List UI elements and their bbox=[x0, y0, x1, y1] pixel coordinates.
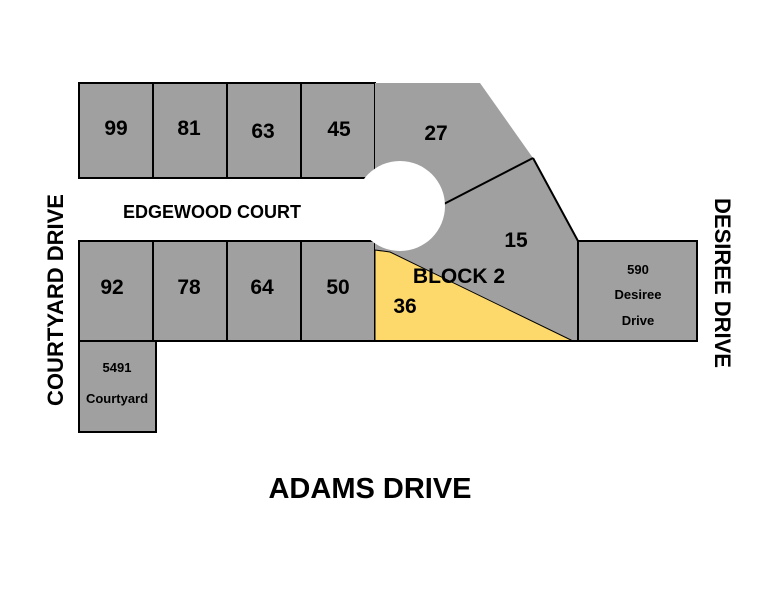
block-label: BLOCK 2 bbox=[413, 265, 505, 288]
lot-number: 78 bbox=[177, 276, 201, 299]
lot-boundary bbox=[375, 157, 579, 342]
lot-number: 5491 bbox=[103, 360, 132, 375]
edgewood-court-road bbox=[79, 179, 379, 240]
lot-street: Desiree bbox=[615, 287, 662, 302]
lot-number: 81 bbox=[177, 117, 201, 140]
lot-number: 27 bbox=[424, 122, 447, 145]
lot-number: 590 bbox=[627, 262, 649, 277]
lot-50[interactable] bbox=[300, 240, 376, 342]
lot-number: 64 bbox=[250, 276, 274, 299]
lot-number: 92 bbox=[100, 276, 123, 299]
lot-street: Drive bbox=[622, 313, 655, 328]
street-adams-drive: ADAMS DRIVE bbox=[268, 473, 471, 505]
street-edgewood-court: EDGEWOOD COURT bbox=[123, 202, 301, 222]
lot-63[interactable] bbox=[226, 82, 302, 179]
lot-divider bbox=[439, 157, 534, 207]
lot-5491[interactable] bbox=[78, 340, 157, 433]
cul-de-sac bbox=[355, 161, 445, 251]
lot-number: 15 bbox=[504, 229, 528, 252]
lot-street: Courtyard bbox=[86, 391, 148, 406]
lot-64[interactable] bbox=[226, 240, 302, 342]
lot-number: 45 bbox=[327, 118, 351, 141]
street-desiree-drive: DESIREE DRIVE bbox=[710, 198, 735, 368]
lot-number: 36 bbox=[393, 295, 416, 318]
lot-number: 63 bbox=[251, 120, 274, 143]
street-courtyard-drive: COURTYARD DRIVE bbox=[43, 194, 68, 406]
lot-99[interactable] bbox=[78, 82, 154, 179]
lot-number: 99 bbox=[104, 117, 127, 140]
lot-number: 50 bbox=[326, 276, 349, 299]
lot-81[interactable] bbox=[152, 82, 228, 179]
lot-78[interactable] bbox=[152, 240, 228, 342]
